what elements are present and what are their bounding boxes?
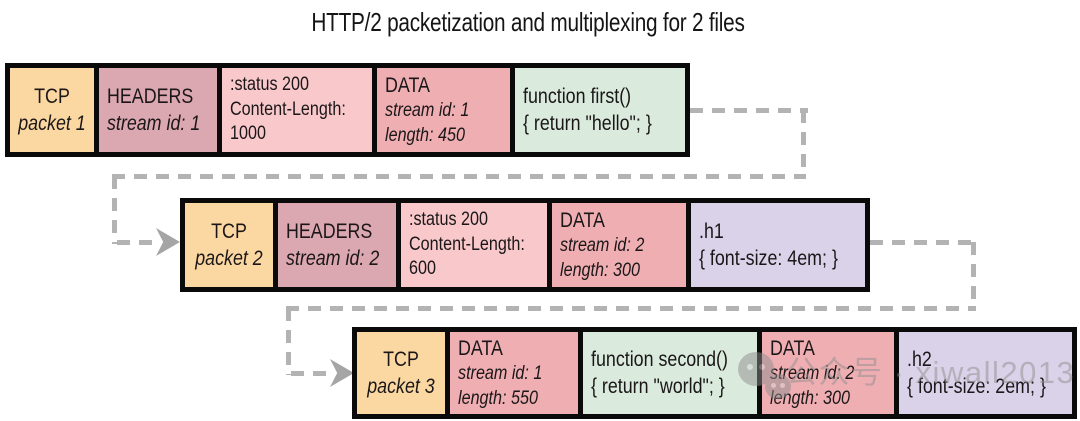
connector-1-segment (801, 110, 806, 176)
connector-2-segment (286, 308, 291, 375)
length-label: length: 550 (458, 387, 538, 409)
headers-frame-cell: HEADERS stream id: 2 (278, 203, 396, 287)
flow-arrow-icon (156, 228, 180, 256)
length-label: length: 300 (770, 387, 850, 409)
tcp-label-cell: TCP packet 3 (357, 332, 445, 414)
stream-id-label: stream id: 2 (560, 234, 645, 256)
headers-frame-cell: HEADERS stream id: 1 (99, 68, 217, 152)
tcp-label-cell: TCP packet 2 (185, 203, 273, 287)
tcp-packet-1-row: TCP packet 1 HEADERS stream id: 1 :statu… (5, 63, 690, 157)
connector-1-segment (112, 176, 117, 244)
stream-id-label: stream id: 2 (770, 362, 855, 384)
tcp-label-cell: TCP packet 1 (10, 68, 94, 152)
connector-2-segment (291, 371, 331, 376)
connector-2-segment (286, 306, 976, 311)
frame-type-label: DATA (385, 73, 430, 97)
data-frame-cell: DATA stream id: 2 length: 300 (552, 203, 686, 287)
frame-type-label: DATA (458, 336, 503, 360)
connector-1-segment (117, 240, 159, 245)
content-length-label: Content-Length: (230, 98, 346, 120)
length-label: length: 450 (385, 124, 465, 146)
response-headers-cell: :status 200 Content-Length: 600 (401, 203, 547, 287)
payload-line: { font-size: 2em; } (907, 375, 1046, 398)
bubble-eye (747, 364, 753, 370)
status-line: :status 200 (409, 208, 489, 230)
stream-id-label: stream id: 2 (286, 247, 380, 270)
watermark-text: 公众号 · xiwall2013 (786, 355, 1076, 390)
packet-number-label: packet 3 (367, 375, 435, 398)
content-length-label: Content-Length: (409, 233, 525, 255)
wechat-icon (738, 352, 794, 402)
data-frame-cell: DATA stream id: 2 length: 300 (762, 332, 894, 414)
segment-type-label: TCP (211, 219, 247, 243)
packet-number-label: packet 1 (18, 112, 86, 135)
response-headers-cell: :status 200 Content-Length: 1000 (222, 68, 372, 152)
length-label: length: 300 (560, 259, 640, 281)
chat-bubble-small (765, 374, 791, 399)
flow-arrow-icon (330, 359, 354, 387)
stream-id-label: stream id: 1 (385, 99, 470, 121)
data-frame-cell: DATA stream id: 1 length: 450 (377, 68, 510, 152)
connector-2-segment (870, 240, 976, 245)
content-length-value: 1000 (230, 123, 266, 145)
segment-type-label: TCP (383, 347, 419, 371)
diagram-title: HTTP/2 packetization and multiplexing fo… (311, 7, 745, 37)
connector-1-segment (112, 174, 806, 179)
payload-line: .h2 (907, 347, 932, 371)
frame-type-label: HEADERS (286, 219, 373, 243)
stream-id-label: stream id: 1 (107, 112, 201, 135)
frame-type-label: DATA (770, 336, 815, 360)
payload-line: function first() (523, 84, 632, 108)
segment-type-label: TCP (34, 84, 70, 108)
css-payload-cell: .h2 { font-size: 2em; } (899, 332, 1072, 414)
connector-2-segment (971, 242, 976, 308)
tcp-packet-2-row: TCP packet 2 HEADERS stream id: 2 :statu… (180, 198, 870, 292)
payload-line: { font-size: 4em; } (699, 247, 838, 270)
frame-type-label: DATA (560, 208, 605, 232)
bubble-eye (780, 383, 785, 388)
stream-id-label: stream id: 1 (458, 362, 543, 384)
data-frame-cell: DATA stream id: 1 length: 550 (450, 332, 578, 414)
packet-number-label: packet 2 (195, 247, 263, 270)
payload-line: .h1 (699, 219, 724, 243)
payload-line: { return "world"; } (591, 375, 725, 398)
bubble-eye (759, 364, 765, 370)
css-payload-cell: .h1 { font-size: 4em; } (691, 203, 865, 287)
content-length-value: 600 (409, 258, 436, 280)
payload-line: function second() (591, 347, 728, 371)
tcp-packet-3-row: TCP packet 3 DATA stream id: 1 length: 5… (352, 327, 1077, 419)
frame-type-label: HEADERS (107, 84, 194, 108)
connector-1-segment (690, 108, 808, 113)
payload-line: { return "hello"; } (523, 112, 652, 135)
status-line: :status 200 (230, 73, 310, 95)
js-payload-cell: function second() { return "world"; } (583, 332, 757, 414)
js-payload-cell: function first() { return "hello"; } (515, 68, 685, 152)
bubble-eye (771, 383, 776, 388)
